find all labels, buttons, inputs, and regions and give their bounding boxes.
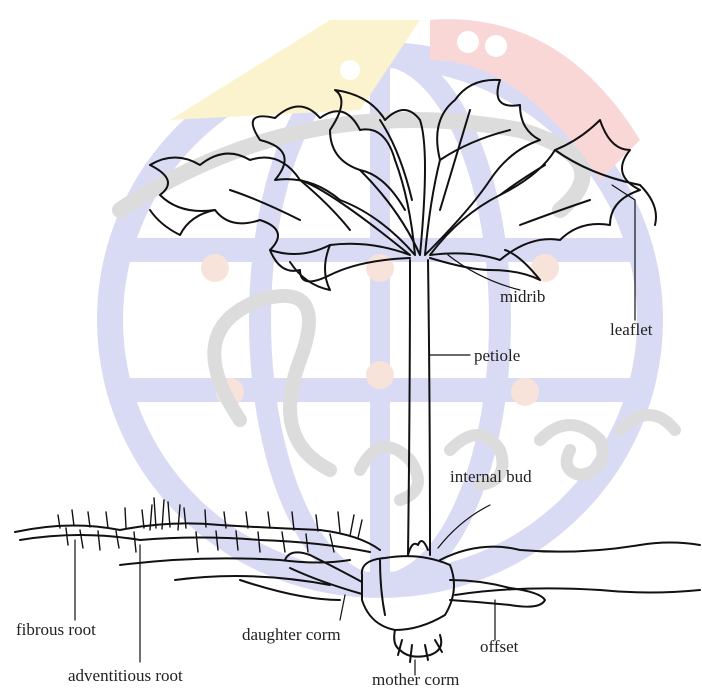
label-adventitious-root: adventitious root (68, 666, 183, 686)
label-petiole: petiole (474, 346, 520, 366)
label-leaflet: leaflet (610, 320, 652, 340)
label-midrib: midrib (500, 287, 545, 307)
petiole-line (408, 260, 410, 555)
label-offset: offset (480, 637, 518, 657)
label-daughter-corm: daughter corm (242, 625, 341, 645)
label-fibrous-root: fibrous root (16, 620, 96, 640)
label-mother-corm: mother corm (372, 670, 459, 690)
label-internal-bud: internal bud (450, 467, 532, 487)
leaf-canopy (150, 80, 656, 290)
